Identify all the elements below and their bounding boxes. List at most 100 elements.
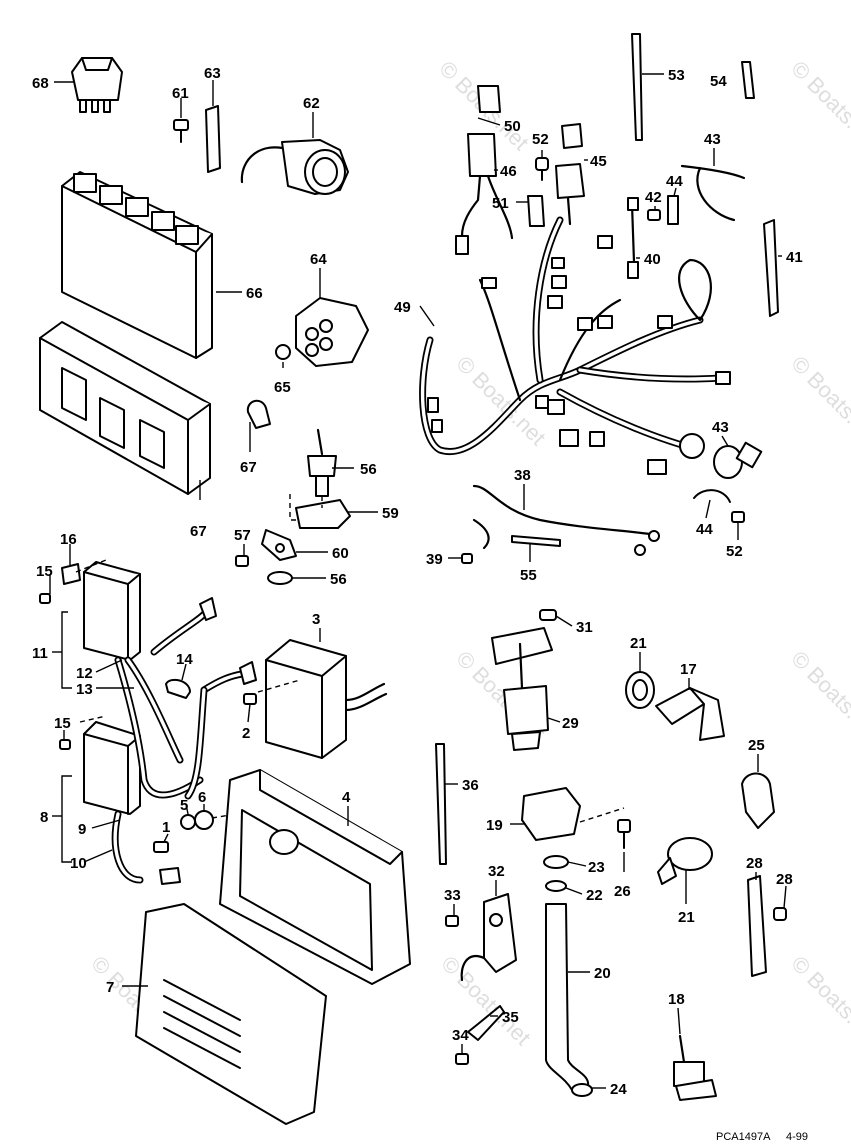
callout-label: 16 [60,531,77,548]
callout-label: 51 [492,195,509,212]
cover-7 [135,903,327,1125]
clip-14 [165,678,191,699]
screw-52 [535,157,549,171]
screw-2 [243,693,257,705]
callout-label: 14 [176,651,193,668]
clamp-24b [571,1083,593,1097]
callout-label: 34 [452,1027,469,1044]
grommet-5 [180,814,196,830]
sender-29 [491,627,553,751]
bracket-16 [61,563,81,585]
callout-label: 63 [204,65,221,82]
screw-37 [461,553,473,564]
callout-label: 26 [614,883,631,900]
wire-38 [630,202,636,264]
callout-label: 7 [106,979,114,996]
callout-label: 44 [696,521,713,538]
screw-33 [455,1053,469,1065]
sleeve-55 [741,61,755,99]
callout-label: 2 [242,725,250,742]
callout-label: 32 [488,863,505,880]
screw-1 [153,841,169,853]
clip-67 [246,399,271,429]
callout-label: 10 [70,855,87,872]
sensor-21 [657,837,713,885]
callout-label: 44 [666,173,683,190]
screw-15b [59,739,71,750]
wiring-harness-45 [419,216,731,475]
callout-label: 46 [500,163,517,180]
callout-label: 49 [394,299,411,316]
rectifier-3 [265,639,388,759]
callout-label: 43 [712,419,729,436]
sensor-43 [713,445,743,479]
strap-41 [667,195,679,225]
callout-label: 9 [78,821,86,838]
callout-label: 11 [32,645,48,662]
callout-label: 36 [462,777,479,794]
pin-54 [511,535,561,547]
link-34 [467,1005,505,1041]
bracket-51 [527,195,545,227]
callout-label: 52 [726,543,743,560]
hose-20 [545,903,590,1091]
bracket-57 [295,499,351,529]
bracket-27 [747,875,767,977]
wire-40 [680,164,746,222]
callout-label: 1 [162,819,170,836]
ignition-coil-11 [83,561,141,661]
tray-66 [39,321,211,495]
callout-label: 25 [748,737,765,754]
callout-label: 28 [746,855,763,872]
screw-52b [731,511,745,523]
callout-label: 68 [32,75,49,92]
socket-63 [295,297,369,367]
ignition-coil-8 [83,721,141,815]
screw-60 [173,119,189,143]
cable-36 [472,484,652,536]
electrical-box-4 [219,769,411,985]
figure-code: PCA1497A [716,1131,771,1143]
callout-label: 56 [360,461,377,478]
clamp-24 [543,855,569,869]
callout-label: 24 [610,1081,627,1098]
callout-label: 42 [645,189,662,206]
callout-label: 22 [586,887,603,904]
callout-label: 20 [594,965,611,982]
sensor-19 [521,787,581,841]
cable-tie-53 [631,33,643,141]
sensor-56 [307,428,337,497]
watermark: © Boats.net [786,56,851,155]
washer-56 [267,571,293,585]
date-code: 4-99 [786,1131,808,1143]
screw-32 [445,915,459,927]
callout-label: 67 [240,459,257,476]
cable-tie-35 [435,743,447,865]
sensor-25 [741,772,775,829]
watermark: © Boats.net [786,951,851,1050]
watermark: © Boats.net [786,646,851,745]
screw-30 [539,609,557,621]
callout-label: 15 [36,563,53,580]
callout-label: 43 [704,131,721,148]
callout-label: 8 [40,809,48,826]
callout-label: 18 [668,991,685,1008]
callout-label: 5 [180,797,188,814]
callout-label: 33 [444,887,461,904]
callout-label: 13 [76,681,93,698]
clamp-44 [693,489,731,503]
grommet-6 [194,810,214,830]
plug-61 [240,139,349,195]
connector-49 [455,133,514,255]
callout-label: 55 [520,567,537,584]
callout-label: 60 [332,545,349,562]
callout-label: 59 [382,505,399,522]
callout-label: 67 [190,523,207,540]
callout-label: 50 [504,118,521,135]
callout-label: 57 [234,527,251,544]
callout-labels: 68 61 63 62 66 67 64 65 68 67 56 59 60 5… [32,65,808,1143]
callout-label: 41 [786,249,803,266]
relay-68 [71,57,123,113]
callout-label: 15 [54,715,71,732]
